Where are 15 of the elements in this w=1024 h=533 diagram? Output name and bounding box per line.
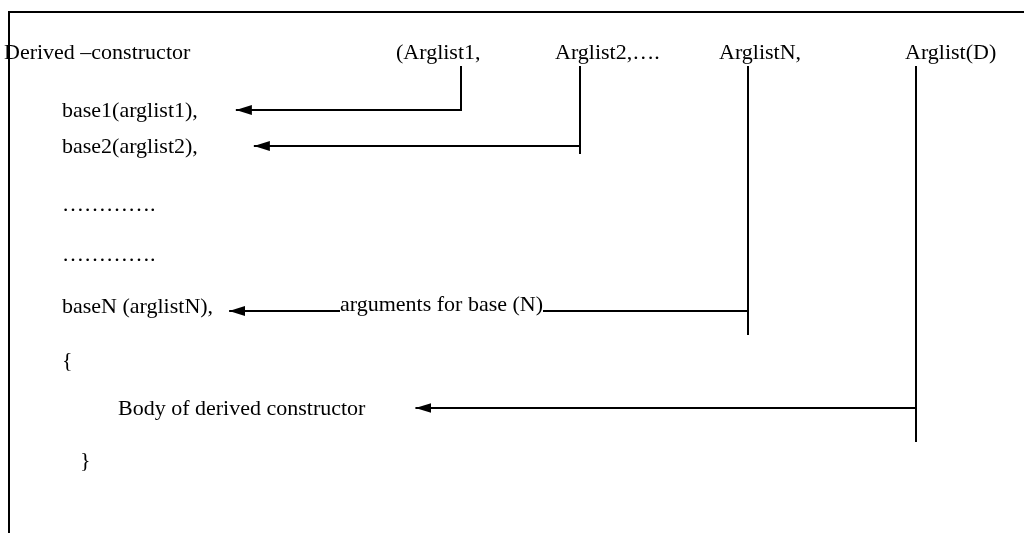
code-text: }	[80, 446, 91, 474]
code-text: base2(arglist2),	[62, 132, 198, 160]
code-text: base1(arglist1),	[62, 96, 198, 124]
arrow	[414, 65, 917, 443]
arrow	[234, 65, 462, 115]
code-text: ………….	[62, 190, 156, 218]
code-text: baseN (arglistN),	[62, 292, 214, 320]
code-text: ………….	[62, 240, 156, 268]
code-text: Arglist2,….	[555, 38, 660, 66]
code-text: (Arglist1,	[396, 38, 481, 66]
code-text: {	[62, 346, 73, 374]
code-text: Arglist(D)	[905, 38, 997, 66]
code-text: ArglistN,	[719, 38, 802, 66]
arrow	[252, 65, 581, 155]
code-text: Body of derived constructor	[118, 394, 366, 422]
